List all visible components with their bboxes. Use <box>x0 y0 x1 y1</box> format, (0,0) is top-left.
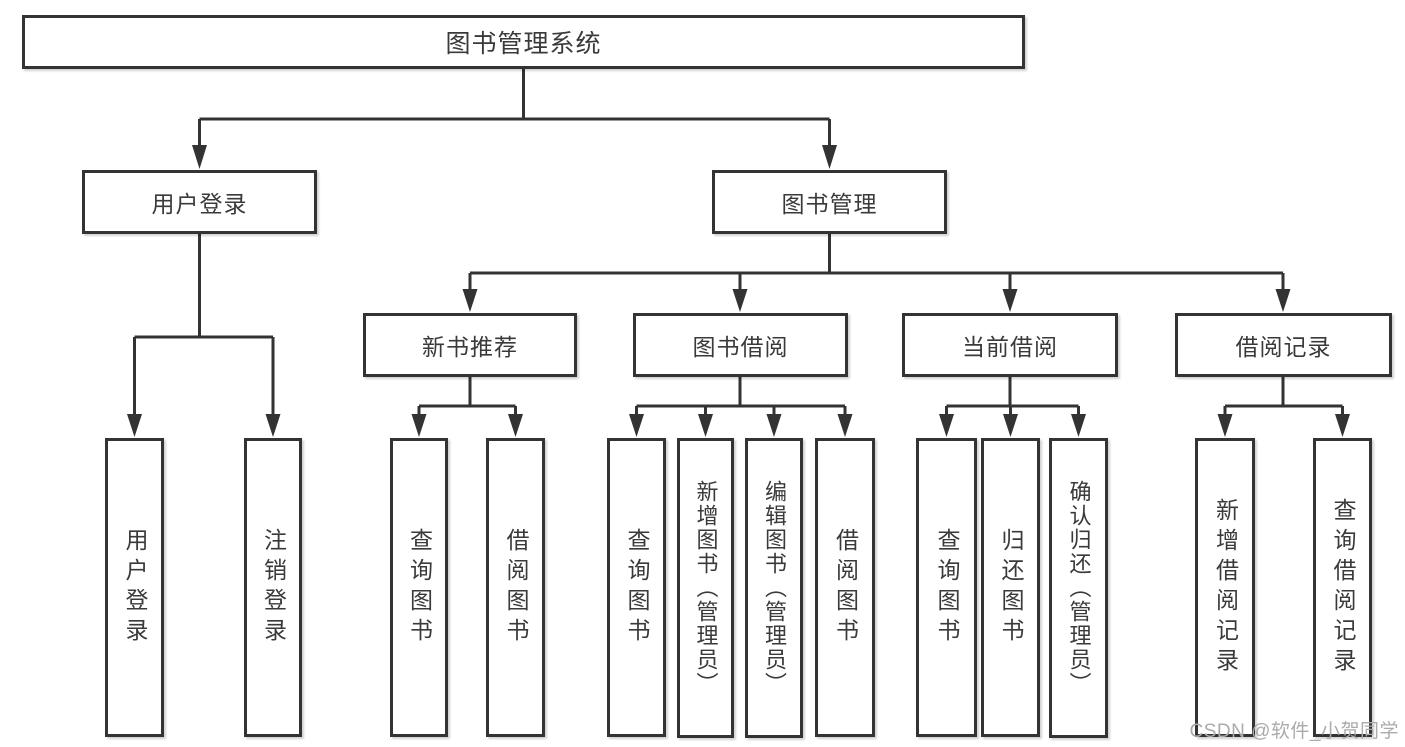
leaf-add-book-admin: 新增图书（管理员） <box>677 438 734 738</box>
node-new-book-recommend: 新书推荐 <box>363 313 577 377</box>
leaf-query-books-recommend: 查询图书 <box>390 438 448 737</box>
node-borrow-records: 借阅记录 <box>1175 313 1392 377</box>
leaf-user-login: 用户登录 <box>105 438 164 737</box>
leaf-edit-book-admin: 编辑图书（管理员） <box>745 438 803 738</box>
leaf-query-books-current: 查询图书 <box>916 438 977 737</box>
arrowheads <box>127 145 1350 437</box>
leaf-logout: 注销登录 <box>244 438 302 737</box>
leaf-borrow-books-recommend: 借阅图书 <box>486 438 545 737</box>
leaf-borrow-books: 借阅图书 <box>815 438 875 737</box>
leaf-query-books-borrowing: 查询图书 <box>607 438 666 737</box>
leaf-confirm-return-admin: 确认归还（管理员） <box>1049 438 1108 738</box>
leaf-return-book: 归还图书 <box>981 438 1040 737</box>
node-library-system: 图书管理系统 <box>22 15 1025 69</box>
leaf-query-borrow-record: 查询借阅记录 <box>1313 438 1372 737</box>
node-book-borrowing: 图书借阅 <box>633 313 848 377</box>
node-user-login: 用户登录 <box>82 170 317 234</box>
leaf-add-borrow-record: 新增借阅记录 <box>1195 438 1255 737</box>
node-book-management: 图书管理 <box>712 170 947 234</box>
node-current-borrowing: 当前借阅 <box>902 313 1118 377</box>
